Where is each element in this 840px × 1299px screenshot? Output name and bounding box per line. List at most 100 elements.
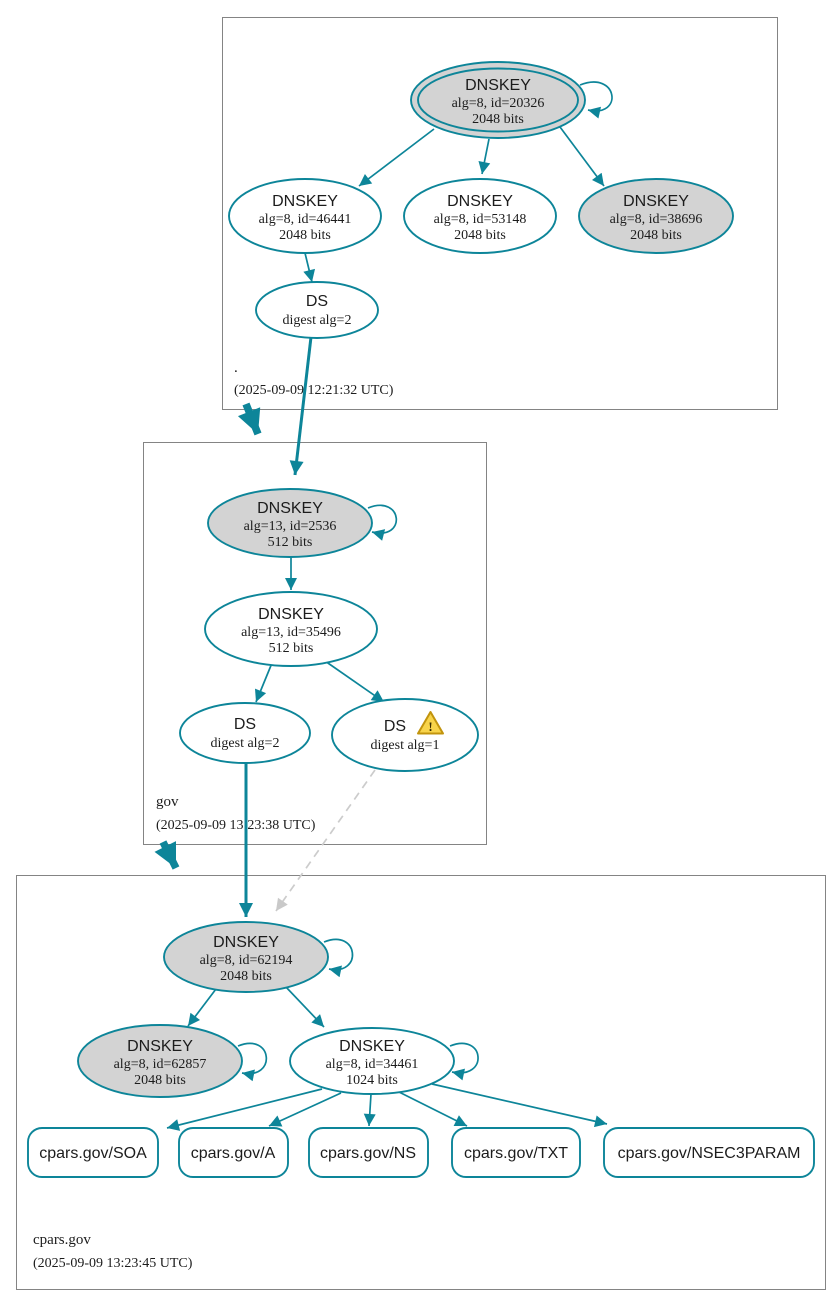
dnskey-node-62857: DNSKEY alg=8, id=62857 2048 bits: [77, 1024, 243, 1098]
rrset-label: cpars.gov/TXT: [464, 1145, 568, 1162]
zone-name-gov: gov: [156, 794, 179, 810]
dnskey-node-53148: DNSKEY alg=8, id=53148 2048 bits: [403, 178, 557, 254]
rrset-node-soa: cpars.gov/SOA: [27, 1127, 159, 1178]
zone-name-cpars-gov: cpars.gov: [33, 1232, 91, 1248]
edge-root-ds-to-gov-ksk: [289, 336, 313, 476]
node-detail-label: alg=8, id=38696: [610, 212, 703, 227]
rrset-node-a: cpars.gov/A: [178, 1127, 289, 1178]
node-size-label: 2048 bits: [454, 228, 506, 243]
node-type-label: DNSKEY: [272, 193, 338, 210]
edge-selfloop-62194: [323, 938, 354, 978]
node-detail-label: alg=13, id=35496: [241, 625, 341, 640]
node-detail-label: alg=8, id=62857: [114, 1057, 207, 1072]
rrset-rect: [603, 1127, 815, 1178]
edge-selfloop-62857: [237, 1042, 268, 1082]
zone-timestamp-cpars-gov: (2025-09-09 13:23:45 UTC): [33, 1256, 193, 1271]
dnskey-ellipse: [77, 1024, 243, 1098]
node-size-label: 2048 bits: [279, 228, 331, 243]
node-type-label: DS: [384, 718, 406, 735]
dnskey-ellipse: [289, 1027, 455, 1095]
node-detail-label: digest alg=2: [211, 736, 280, 751]
edge-gov-ds1-to-cpars-ksk-dashed: [275, 769, 376, 912]
edge-34461-to-soa: [166, 1088, 323, 1131]
node-type-label: DNSKEY: [257, 500, 323, 517]
rrset-node-nsec3param: cpars.gov/NSEC3PARAM: [603, 1127, 815, 1178]
rrset-node-txt: cpars.gov/TXT: [451, 1127, 581, 1178]
zone-box-cpars-gov: DNSKEY alg=8, id=62194 2048 bits DNSKEY …: [16, 875, 826, 1290]
ds-node-gov-alg1: DS digest alg=1 !: [331, 698, 479, 772]
inter-zone-edges: [154, 336, 376, 917]
warning-exclamation: !: [428, 719, 432, 734]
zone-timestamp-root: (2025-09-09 12:21:32 UTC): [234, 383, 394, 398]
node-detail-label: digest alg=2: [283, 313, 352, 328]
node-type-label: DS: [234, 716, 256, 733]
ds-ellipse: [179, 702, 311, 764]
zone-timestamp-gov: (2025-09-09 13:23:38 UTC): [156, 818, 316, 833]
node-type-label: DNSKEY: [258, 606, 324, 623]
dnskey-ellipse: [578, 178, 734, 254]
edge-20326-to-38696: [559, 126, 605, 187]
node-size-label: 2048 bits: [134, 1073, 186, 1088]
node-detail-label: alg=8, id=46441: [259, 212, 352, 227]
node-detail-label: alg=8, id=53148: [434, 212, 527, 227]
rrset-rect: [308, 1127, 429, 1178]
warning-triangle: [417, 711, 444, 735]
dnskey-node-20326: DNSKEY alg=8, id=20326 2048 bits: [410, 61, 586, 139]
node-size-label: 2048 bits: [472, 112, 524, 127]
edge-34461-to-txt: [398, 1091, 468, 1127]
delegation-arrow-gov-to-cpars: [154, 840, 180, 870]
edge-20326-to-46441: [358, 128, 435, 187]
dnskey-node-35496: DNSKEY alg=13, id=35496 512 bits: [204, 591, 378, 667]
edge-34461-to-nsec3param: [431, 1083, 608, 1128]
node-type-label: DS: [306, 293, 328, 310]
ds-node-gov-alg2: DS digest alg=2: [179, 702, 311, 764]
node-detail-label: digest alg=1: [371, 738, 440, 753]
zone-name-root: .: [234, 360, 238, 376]
zone-box-gov: DNSKEY alg=13, id=2536 512 bits DNSKEY a…: [143, 442, 487, 845]
dnskey-node-38696: DNSKEY alg=8, id=38696 2048 bits: [578, 178, 734, 254]
edge-34461-to-ns: [363, 1093, 376, 1127]
dnskey-ellipse: [207, 488, 373, 558]
node-type-label: DNSKEY: [465, 77, 531, 94]
rrset-node-ns: cpars.gov/NS: [308, 1127, 429, 1178]
rrset-label: cpars.gov/NS: [320, 1145, 416, 1162]
zone-box-root: DNSKEY alg=8, id=20326 2048 bits DNSKEY …: [222, 17, 778, 410]
edge-35496-to-ds2: [255, 662, 273, 703]
edge-35496-to-ds1: [324, 660, 385, 703]
dnskey-ellipse: [228, 178, 382, 254]
edge-62194-to-62857: [187, 988, 217, 1027]
node-type-label: DNSKEY: [213, 934, 279, 951]
warning-icon: !: [417, 711, 444, 735]
node-detail-label: alg=13, id=2536: [244, 519, 337, 534]
node-type-label: DNSKEY: [127, 1038, 193, 1055]
rrset-rect: [27, 1127, 159, 1178]
rrset-label: cpars.gov/A: [191, 1145, 276, 1162]
edge-selfloop-2536: [367, 504, 398, 541]
edge-46441-to-ds: [303, 252, 316, 283]
node-size-label: 512 bits: [269, 641, 314, 656]
edge-20326-to-53148: [478, 138, 491, 175]
node-type-label: DNSKEY: [339, 1038, 405, 1055]
node-detail-label: alg=8, id=20326: [452, 96, 545, 111]
edge-selfloop-ksk-20326: [579, 81, 613, 119]
rrset-label: cpars.gov/SOA: [39, 1145, 147, 1162]
node-type-label: DNSKEY: [623, 193, 689, 210]
node-detail-label: alg=8, id=34461: [326, 1057, 419, 1072]
dnskey-ellipse: [204, 591, 378, 667]
ds-node-root: DS digest alg=2: [255, 281, 379, 339]
dnskey-ellipse: [403, 178, 557, 254]
dnskey-ellipse: [163, 921, 329, 993]
ds-ellipse: [255, 281, 379, 339]
delegation-arrow-root-to-gov: [237, 402, 262, 436]
rrset-label: cpars.gov/NSEC3PARAM: [618, 1145, 801, 1162]
node-size-label: 2048 bits: [220, 969, 272, 984]
node-size-label: 2048 bits: [630, 228, 682, 243]
ds-ellipse: [331, 698, 479, 772]
node-size-label: 1024 bits: [346, 1073, 398, 1088]
edge-34461-to-a: [268, 1092, 342, 1127]
dnskey-node-34461: DNSKEY alg=8, id=34461 1024 bits: [289, 1027, 455, 1095]
edge-selfloop-34461: [449, 1042, 479, 1081]
dnskey-ellipse-inner: [417, 67, 579, 133]
